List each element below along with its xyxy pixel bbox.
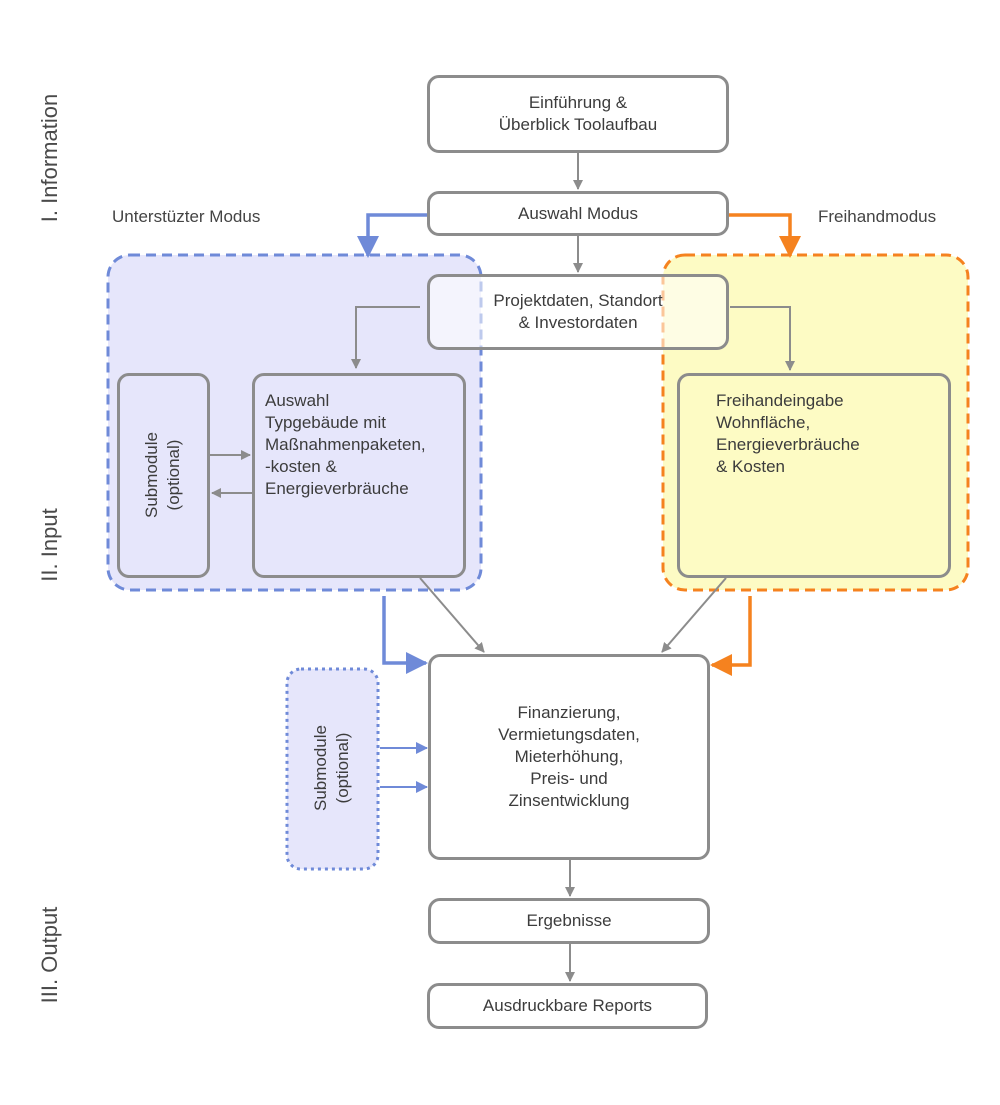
node-mode-select-text: Auswahl Modus xyxy=(517,203,638,223)
arrow-supported-to-financing xyxy=(382,596,428,674)
arrow-typebuilding-to-financing xyxy=(419,577,485,653)
node-submodule-lower-text: Submodule (optional) xyxy=(311,725,352,812)
optional-submodule-region xyxy=(285,667,380,871)
node-mode-select: Auswahl Modus xyxy=(427,191,729,236)
node-freehand-input: Freihandeingabe Wohnfläche, Energieverbr… xyxy=(677,373,951,578)
node-results: Ergebnisse xyxy=(428,898,710,944)
arrow-project-to-freehand xyxy=(730,306,795,371)
arrow-freehand-region-to-financing xyxy=(710,596,752,676)
node-financing-text: Finanzierung, Vermietungsdaten, Mieterhö… xyxy=(498,703,640,810)
node-reports: Ausdruckbare Reports xyxy=(427,983,708,1029)
node-typebuilding-text: Auswahl Typgebäude mit Maßnahmenpaketen,… xyxy=(265,391,426,498)
node-submodule-left xyxy=(117,373,210,578)
arrow-project-to-typebuilding xyxy=(351,306,420,369)
node-intro-text: Einführung & Überblick Toolaufbau xyxy=(498,93,658,134)
phase-label-information: I. Information xyxy=(37,93,62,223)
arrow-mode-to-supported xyxy=(357,213,427,258)
arrow-freehand-to-financing xyxy=(661,577,727,653)
phase-label-output: III. Output xyxy=(37,906,62,1004)
node-intro: Einführung & Überblick Toolaufbau xyxy=(427,75,729,153)
node-project: Projektdaten, Standort & Investordaten xyxy=(427,274,729,350)
node-financing: Finanzierung, Vermietungsdaten, Mieterhö… xyxy=(428,654,710,860)
node-reports-text: Ausdruckbare Reports xyxy=(482,996,653,1015)
mode-label-supported: Unterstüzter Modus xyxy=(112,207,261,226)
phase-label-input: II. Input xyxy=(37,508,62,582)
node-typebuilding: Auswahl Typgebäude mit Maßnahmenpaketen,… xyxy=(252,373,466,578)
node-results-text: Ergebnisse xyxy=(526,911,612,930)
node-project-text: Projektdaten, Standort & Investordaten xyxy=(493,291,663,332)
node-freehand-input-text: Freihandeingabe Wohnfläche, Energieverbr… xyxy=(716,391,860,476)
mode-label-freehand: Freihandmodus xyxy=(818,207,937,226)
node-submodule-left-text: Submodule (optional) xyxy=(142,432,183,519)
arrow-mode-to-freehand xyxy=(729,213,801,258)
